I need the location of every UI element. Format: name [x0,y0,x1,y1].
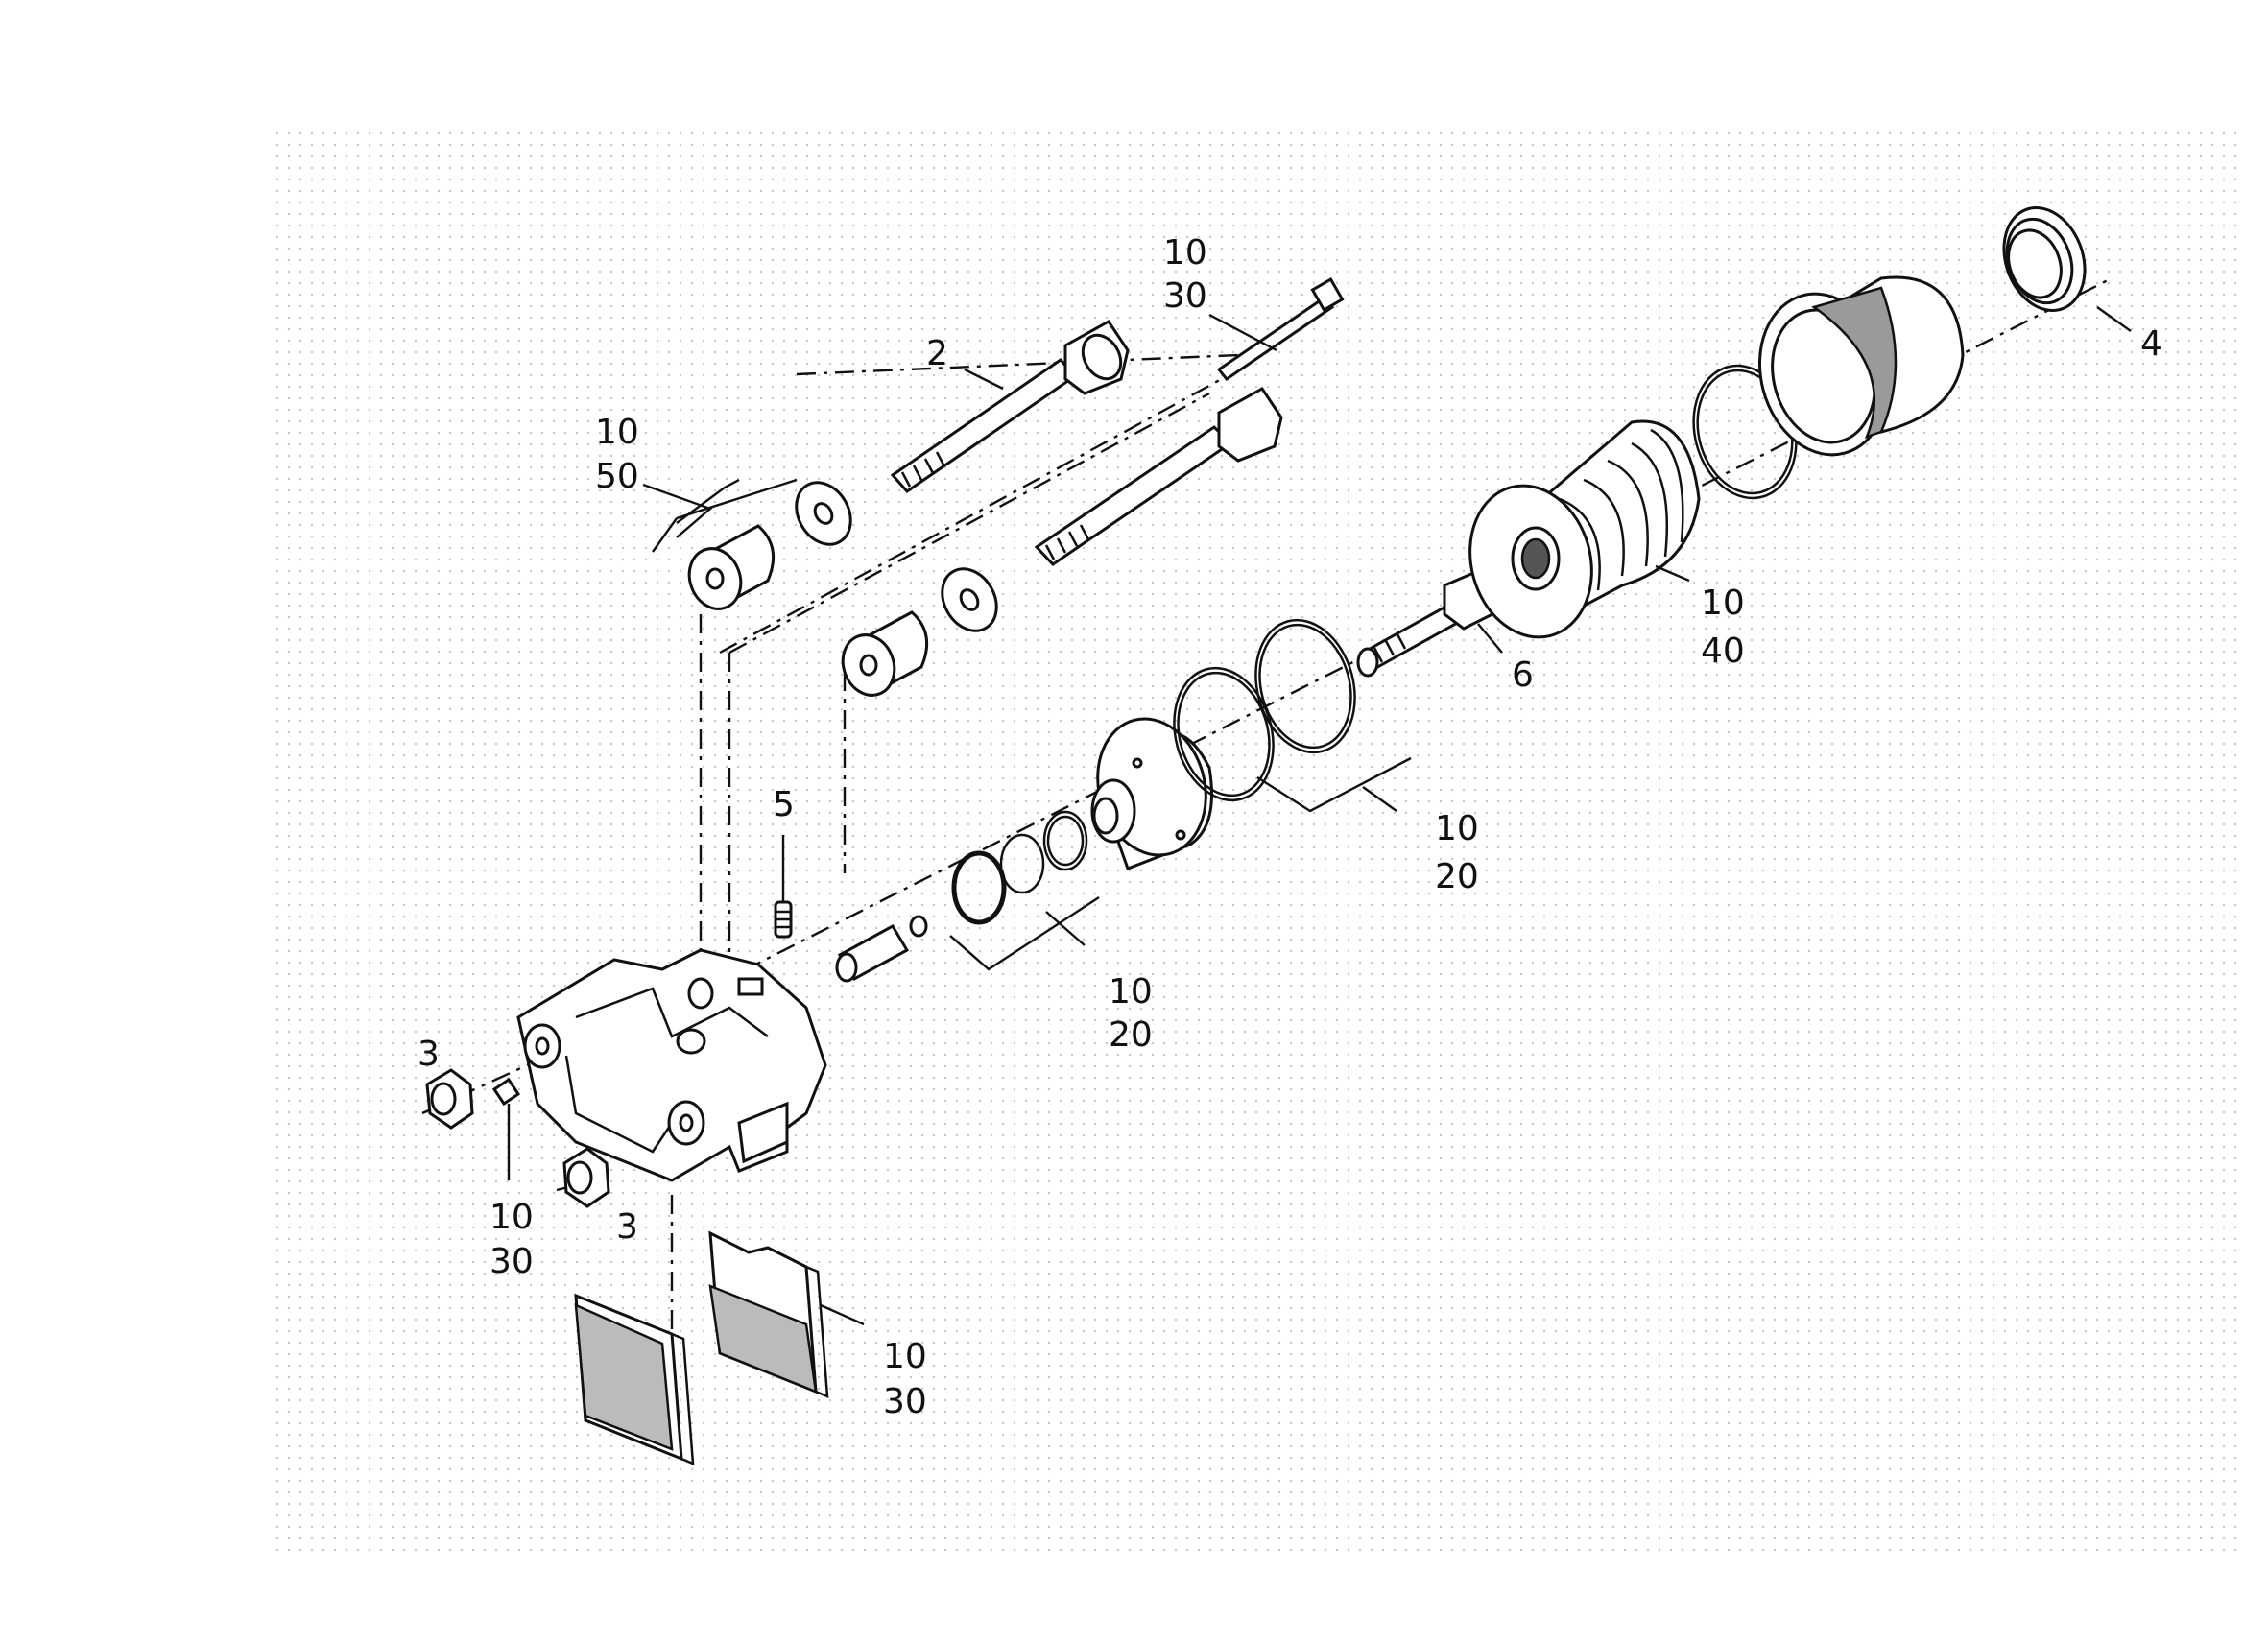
nut-left-3 [425,1068,474,1130]
thin-bolt [1216,277,1345,382]
label-30-g: 30 [883,1382,927,1421]
long-bolt-second [1034,387,1283,566]
brake-pad-right [708,1230,829,1398]
spring-stack [1468,419,1701,639]
nut-bottom-3 [562,1147,610,1208]
small-seals [951,810,1088,925]
label-20-d: 20 [1109,1015,1153,1055]
label-10-c: 10 [489,1198,534,1237]
label-10-a: 10 [1163,233,1207,273]
large-seals [1173,618,1356,802]
callout-labels: 2 10 30 10 50 3 3 10 30 5 10 20 10 20 6 … [418,233,2162,1421]
guide-pin [835,915,928,983]
bushing-second [841,610,929,697]
cylinder-drum [1757,275,1965,457]
label-4: 4 [2140,324,2162,364]
label-3-left: 3 [418,1035,440,1074]
label-10-d: 10 [1109,972,1153,1012]
spring-clip [491,1077,521,1180]
label-10-f: 10 [1701,584,1745,623]
label-3-bottom: 3 [616,1207,638,1247]
label-10-e: 10 [1435,809,1479,848]
label-30-c: 30 [489,1242,534,1281]
label-2: 2 [926,334,948,373]
leader-lines [642,306,2132,1326]
bushing-top [687,524,776,610]
label-40: 40 [1701,631,1745,671]
label-50: 50 [595,457,639,496]
washer-second [941,567,998,632]
label-20-e: 20 [1435,857,1479,896]
label-5: 5 [773,785,795,824]
label-10-g: 10 [883,1337,927,1376]
caliper-housing [516,948,827,1182]
brake-pad-left [574,1293,695,1465]
long-bolt-2 [890,320,1130,493]
label-30-a: 30 [1163,276,1207,316]
end-cap-4 [2002,206,2087,312]
bleeder-screw-5 [774,835,793,939]
washer-top [795,481,852,546]
label-10-b: 10 [595,413,639,452]
label-6: 6 [1512,655,1534,695]
